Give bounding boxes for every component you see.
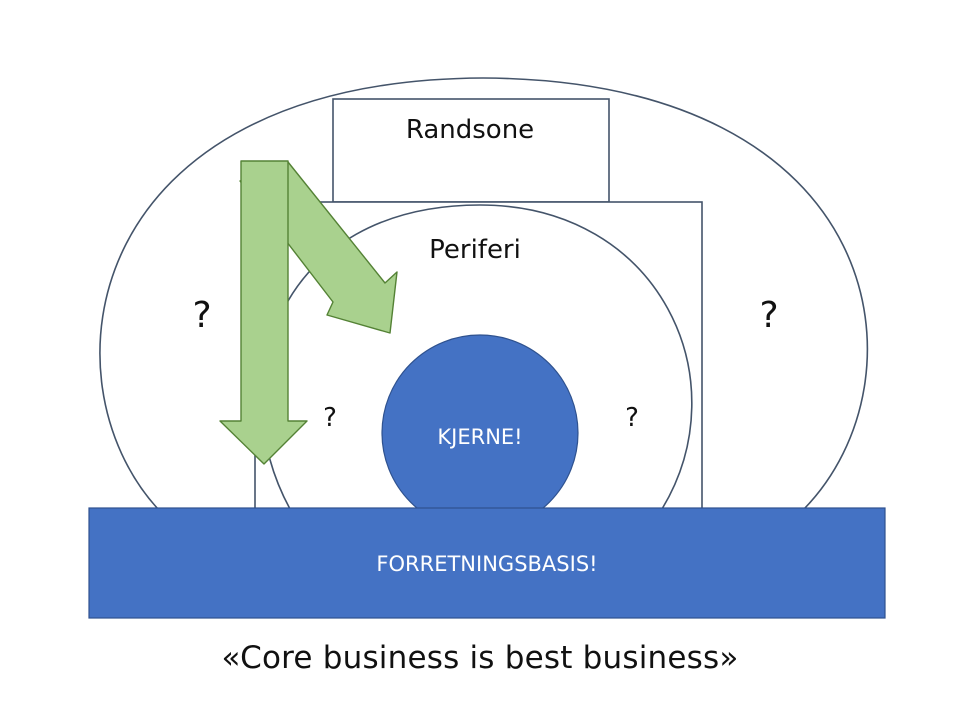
outer-zone-shape <box>99 77 869 510</box>
forretningsbasis-bar <box>88 507 886 619</box>
question-mark-outer-right: ? <box>759 295 778 336</box>
forretningsbasis-label: FORRETNINGSBASIS! <box>376 552 597 576</box>
kjerne-label: KJERNE! <box>437 425 522 449</box>
caption: «Core business is best business» <box>221 640 739 676</box>
question-mark-inner-left: ? <box>323 403 337 433</box>
periferi-label: Periferi <box>429 235 521 265</box>
vertical-down-arrow-icon <box>219 160 308 465</box>
question-mark-outer-left: ? <box>192 295 211 336</box>
question-mark-inner-right: ? <box>625 403 639 433</box>
randsone-label: Randsone <box>406 115 534 145</box>
